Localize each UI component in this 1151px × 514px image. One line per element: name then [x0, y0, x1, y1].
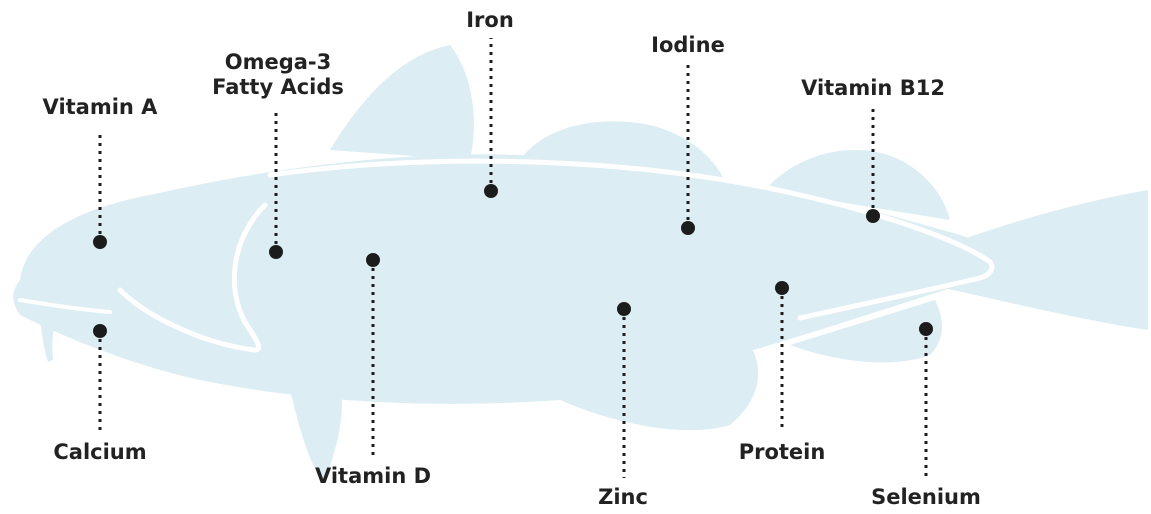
marker-dot-calcium — [93, 324, 107, 338]
marker-dot-iodine — [681, 221, 695, 235]
label-protein: Protein — [739, 440, 826, 465]
marker-dot-vitamin-a — [93, 235, 107, 249]
label-selenium: Selenium — [871, 485, 981, 510]
marker-dot-iron — [484, 184, 498, 198]
chin-barbel — [40, 320, 55, 362]
label-calcium: Calcium — [53, 440, 146, 465]
label-iodine: Iodine — [651, 33, 725, 58]
label-vitamin-a: Vitamin A — [43, 95, 158, 120]
label-zinc: Zinc — [598, 485, 648, 510]
label-iron: Iron — [466, 8, 514, 33]
label-vitamin-b12: Vitamin B12 — [801, 76, 945, 101]
marker-dot-selenium — [919, 322, 933, 336]
label-vitamin-d: Vitamin D — [315, 464, 431, 489]
marker-dot-vitamin-b12 — [866, 209, 880, 223]
label-omega-3: Omega-3 Fatty Acids — [193, 50, 363, 100]
marker-dot-zinc — [617, 302, 631, 316]
marker-dot-omega-3 — [269, 245, 283, 259]
marker-dot-vitamin-d — [366, 253, 380, 267]
marker-dot-protein — [775, 281, 789, 295]
